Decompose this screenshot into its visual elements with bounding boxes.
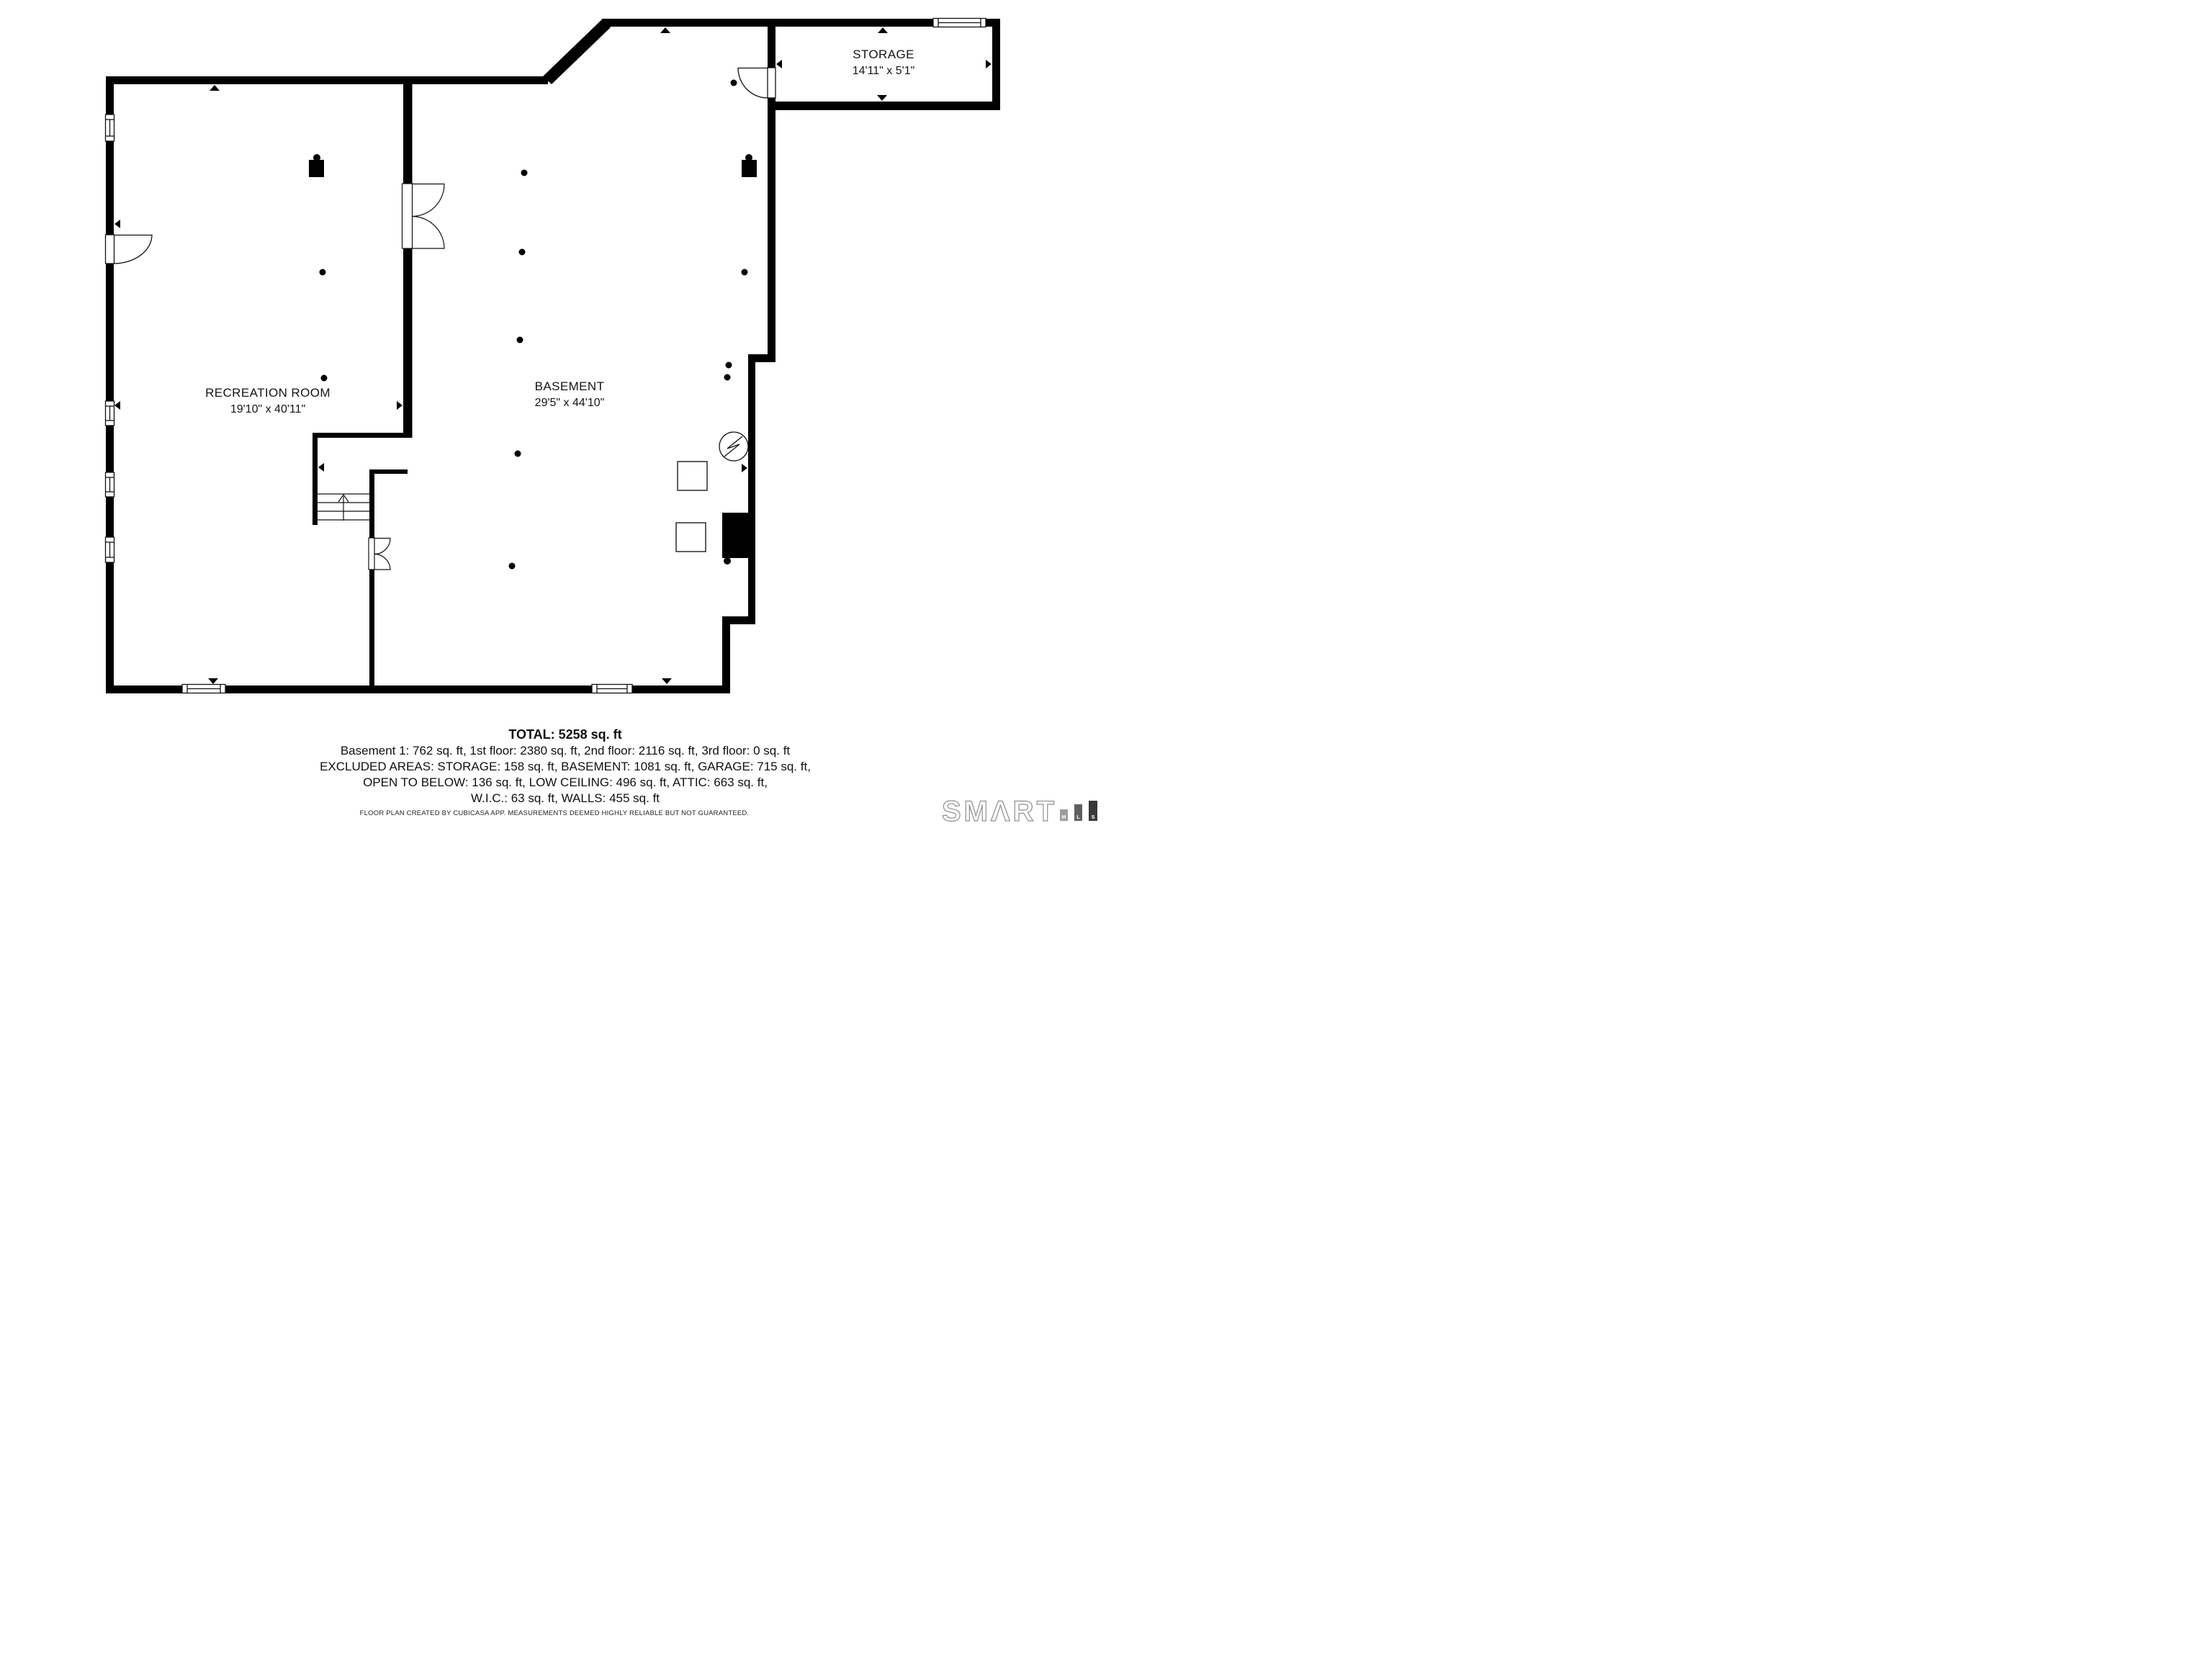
wall-right-mid bbox=[748, 354, 755, 624]
marker-right-icon bbox=[397, 401, 403, 410]
door-storage bbox=[737, 67, 776, 99]
wall-divider-lower bbox=[403, 248, 413, 438]
marker-up-icon bbox=[878, 27, 888, 33]
marker-left-icon bbox=[776, 60, 782, 68]
room-label-recreation: RECREATION ROOM bbox=[205, 386, 331, 400]
mls-bar-s: S bbox=[1089, 801, 1097, 821]
room-name: RECREATION ROOM bbox=[205, 386, 331, 400]
mls-bar-m: M bbox=[1060, 809, 1068, 821]
mls-letter: M bbox=[1061, 814, 1066, 820]
furnace-box bbox=[722, 513, 755, 558]
wall-left bbox=[106, 76, 114, 693]
wall-divider-upper bbox=[403, 84, 413, 184]
interior-walls bbox=[313, 84, 413, 685]
marker-right-icon bbox=[986, 60, 992, 68]
room-dims: 14'11" x 5'1" bbox=[852, 65, 915, 77]
mls-letter: S bbox=[1091, 814, 1095, 820]
appliance-box-1 bbox=[677, 461, 708, 491]
marker-down-icon bbox=[877, 95, 887, 101]
excluded-areas-line: EXCLUDED AREAS: STORAGE: 158 sq. ft, BAS… bbox=[320, 760, 811, 773]
exterior-walls bbox=[106, 19, 1000, 693]
windows bbox=[104, 17, 986, 694]
window-storage-top bbox=[932, 17, 986, 28]
wall-bottom bbox=[106, 685, 730, 693]
room-dims-storage: 14'11" x 5'1" bbox=[853, 65, 915, 78]
total-area: TOTAL: 5258 sq. ft bbox=[508, 727, 622, 742]
wall-step-2 bbox=[722, 616, 755, 624]
window-bottom-1 bbox=[181, 683, 226, 694]
wall-right-upper bbox=[768, 98, 775, 362]
marker-up-icon bbox=[660, 27, 670, 33]
window-left-3 bbox=[104, 472, 115, 498]
marker-down-icon bbox=[662, 678, 672, 684]
disclaimer-text: FLOOR PLAN CREATED BY CUBICASA APP. MEAS… bbox=[359, 809, 750, 817]
appliance-box-2 bbox=[675, 522, 706, 552]
mls-letter: L bbox=[1076, 814, 1080, 820]
wall-step-1 bbox=[748, 354, 775, 362]
support-post-icon bbox=[309, 154, 324, 177]
column-dots bbox=[319, 79, 748, 570]
mls-bar-l: L bbox=[1074, 804, 1082, 821]
wall-storage-left bbox=[768, 27, 775, 68]
wall-markers bbox=[114, 27, 992, 684]
floor-plan-page: RECREATION ROOM 19'10" x 40'11" BASEMENT… bbox=[0, 0, 1106, 830]
room-label-basement: BASEMENT bbox=[535, 379, 605, 394]
lightning-icon bbox=[719, 431, 749, 462]
door-left-exterior bbox=[104, 234, 153, 264]
room-name: STORAGE bbox=[853, 48, 914, 61]
window-left-1 bbox=[104, 114, 115, 142]
wall-diagonal bbox=[543, 19, 611, 84]
door-double-hall bbox=[368, 537, 391, 570]
room-dims: 29'5" x 44'10" bbox=[534, 397, 605, 409]
window-left-2 bbox=[104, 400, 115, 426]
marker-left-icon bbox=[114, 220, 120, 228]
symbols bbox=[309, 79, 757, 570]
excluded-areas-line3: W.I.C.: 63 sq. ft, WALLS: 455 sq. ft bbox=[470, 791, 660, 805]
room-dims-recreation: 19'10" x 40'11" bbox=[230, 403, 305, 416]
wall-stair-stub bbox=[369, 469, 408, 474]
wall-rec-south bbox=[313, 433, 412, 438]
window-left-4 bbox=[104, 536, 115, 563]
floor-plan-drawing bbox=[104, 17, 1000, 694]
room-label-storage: STORAGE bbox=[853, 48, 914, 62]
smart-logo-text: SMΛRT bbox=[941, 796, 1057, 827]
marker-up-icon bbox=[210, 85, 220, 91]
area-summary: TOTAL: 5258 sq. ft Basement 1: 762 sq. f… bbox=[12, 726, 1106, 806]
room-name: BASEMENT bbox=[534, 379, 605, 393]
wall-top-left bbox=[106, 76, 548, 84]
room-dims: 19'10" x 40'11" bbox=[230, 403, 306, 415]
room-dims-basement: 29'5" x 44'10" bbox=[535, 397, 605, 410]
marker-left-icon bbox=[114, 401, 120, 410]
marker-right-icon bbox=[742, 464, 747, 472]
support-post-icon bbox=[742, 154, 757, 177]
wall-storage-right bbox=[992, 19, 1000, 110]
door-double-divider bbox=[401, 183, 445, 249]
wall-top-right bbox=[602, 19, 1000, 27]
wall-right-lower bbox=[722, 616, 730, 693]
marker-left-icon bbox=[318, 463, 324, 472]
doors bbox=[104, 67, 776, 570]
floors-area-line: Basement 1: 762 sq. ft, 1st floor: 2380 … bbox=[340, 744, 791, 757]
excluded-areas-line2: OPEN TO BELOW: 136 sq. ft, LOW CEILING: … bbox=[363, 775, 768, 789]
wall-hall-upper bbox=[369, 469, 374, 538]
marker-down-icon bbox=[208, 678, 218, 684]
wall-hall-lower bbox=[369, 570, 374, 685]
stairs bbox=[318, 493, 369, 521]
stairs-up-arrow-icon bbox=[338, 493, 349, 521]
wall-stair-left bbox=[313, 433, 318, 525]
wall-storage-bottom bbox=[768, 102, 1000, 110]
window-bottom-2 bbox=[591, 683, 633, 694]
